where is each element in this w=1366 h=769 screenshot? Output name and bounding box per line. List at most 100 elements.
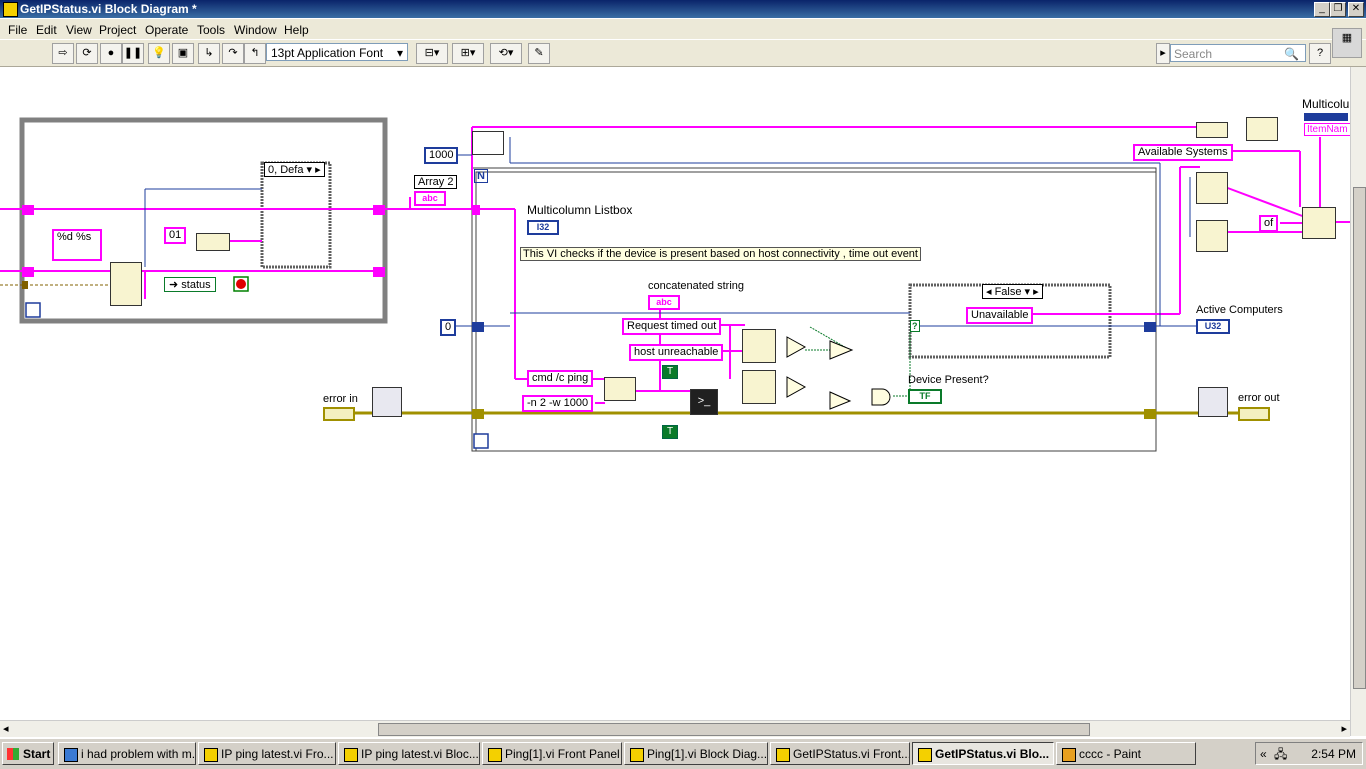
scroll-left-icon[interactable]: ◂ xyxy=(3,723,9,735)
const-01[interactable]: 01 xyxy=(164,227,187,244)
horizontal-scrollbar[interactable]: ◂ ▸ xyxy=(0,720,1350,737)
const-1000[interactable]: 1000 xyxy=(424,147,459,164)
step-over-icon[interactable]: ↷ xyxy=(222,43,244,64)
menu-project[interactable]: Project xyxy=(99,23,137,37)
number-to-string-node-1[interactable] xyxy=(1196,172,1228,204)
minimize-button[interactable]: _ xyxy=(1314,2,1330,17)
error-out-terminal[interactable] xyxy=(1238,407,1270,421)
case-selector-terminal[interactable]: ? xyxy=(910,320,920,332)
run-arrow-icon[interactable]: ⇨ xyxy=(52,43,74,64)
font-selector[interactable]: 13pt Application Font▾ xyxy=(266,43,408,61)
menu-window[interactable]: Window xyxy=(234,23,277,37)
format-into-string-node[interactable] xyxy=(110,262,142,306)
ping-args-constant[interactable]: -n 2 -w 1000 xyxy=(522,395,594,412)
match-pattern-node-2[interactable] xyxy=(742,370,776,404)
windows-logo-icon xyxy=(7,748,19,760)
cmd-ping-constant[interactable]: cmd /c ping xyxy=(527,370,594,387)
paint-icon xyxy=(1062,748,1076,762)
status-local-variable[interactable]: ➜ status xyxy=(164,277,216,292)
wait-hourglass-icon-right[interactable] xyxy=(1198,387,1228,417)
true-constant-1[interactable]: T xyxy=(662,365,678,379)
device-present-indicator[interactable]: TF xyxy=(908,389,942,404)
multicolumn-listbox-terminal[interactable]: I32 xyxy=(527,220,559,235)
labview-icon xyxy=(488,748,502,762)
concatenated-string-indicator[interactable]: abc xyxy=(648,295,680,310)
distribute-objects-icon[interactable]: ⊞▾ xyxy=(452,43,484,64)
taskbar-item-browser[interactable]: i had problem with m... xyxy=(58,742,196,765)
menu-file[interactable]: File xyxy=(8,23,28,37)
unavailable-constant[interactable]: Unavailable xyxy=(966,307,1034,324)
taskbar-item-label: IP ping latest.vi Bloc... xyxy=(361,747,479,761)
number-to-string-node-2[interactable] xyxy=(1196,220,1228,252)
n-count-terminal[interactable]: N xyxy=(474,169,488,183)
taskbar-item-ping-front[interactable]: Ping[1].vi Front Panel xyxy=(482,742,622,765)
maximize-button[interactable]: ❐ xyxy=(1330,2,1346,17)
array2-indicator[interactable]: abc xyxy=(414,191,446,206)
taskbar-item-ip-ping-block[interactable]: IP ping latest.vi Bloc... xyxy=(338,742,480,765)
property-node-icon[interactable] xyxy=(472,131,504,155)
search-expand-icon[interactable]: ▸ xyxy=(1156,43,1170,64)
labview-icon xyxy=(204,748,218,762)
network-icon[interactable]: 🖧 xyxy=(1274,747,1288,761)
start-button[interactable]: Start xyxy=(2,742,54,765)
chevron-down-icon: ▾ xyxy=(396,46,403,60)
taskbar-item-paint[interactable]: cccc - Paint xyxy=(1056,742,1196,765)
vi-icon[interactable]: ▦ xyxy=(1332,28,1362,58)
active-computers-indicator[interactable]: U32 xyxy=(1196,319,1230,334)
of-constant[interactable]: of xyxy=(1259,215,1279,232)
step-out-icon[interactable]: ↰ xyxy=(244,43,266,64)
case-structure-left[interactable] xyxy=(260,161,332,269)
vertical-scrollbar[interactable] xyxy=(1350,67,1366,736)
menu-edit[interactable]: Edit xyxy=(36,23,57,37)
highlight-execution-icon[interactable]: 💡 xyxy=(148,43,170,64)
true-constant-2[interactable]: T xyxy=(662,425,678,439)
host-unreachable-constant[interactable]: host unreachable xyxy=(629,344,724,361)
labview-icon xyxy=(776,748,790,762)
pause-icon[interactable]: ❚❚ xyxy=(122,43,144,64)
scroll-right-icon[interactable]: ▸ xyxy=(1341,723,1347,735)
while-loop-left[interactable] xyxy=(19,117,388,324)
menu-help[interactable]: Help xyxy=(284,23,309,37)
close-button[interactable]: ✕ xyxy=(1348,2,1364,17)
concatenate-strings-node[interactable] xyxy=(604,377,636,401)
clock[interactable]: 2:54 PM xyxy=(1311,747,1356,761)
step-into-icon[interactable]: ↳ xyxy=(198,43,220,64)
tray-expand-icon[interactable]: « xyxy=(1260,747,1267,761)
context-help-icon[interactable]: ? xyxy=(1309,43,1331,64)
retain-wire-values-icon[interactable]: ▣ xyxy=(172,43,194,64)
labview-app-icon xyxy=(3,2,18,17)
const-0[interactable]: 0 xyxy=(440,319,457,336)
multicolumn-right-label: Multicolu xyxy=(1302,97,1350,111)
vertical-scroll-thumb[interactable] xyxy=(1353,187,1366,689)
case-selector-right[interactable]: ◂ False ▾ ▸ xyxy=(982,284,1043,299)
block-diagram[interactable]: %d %s 01 ➜ status 0, Defa ▾ ▸ Array 2 ab… xyxy=(0,67,1366,720)
system-exec-icon[interactable]: >_ xyxy=(690,389,718,415)
search-input[interactable]: Search🔍 xyxy=(1170,44,1306,62)
taskbar-item-getipstatus-block[interactable]: GetIPStatus.vi Blo... xyxy=(912,742,1054,765)
case-selector-left[interactable]: 0, Defa ▾ ▸ xyxy=(264,162,325,177)
run-continuously-icon[interactable]: ⟳ xyxy=(76,43,98,64)
hex-to-number-node[interactable] xyxy=(196,233,230,251)
wait-hourglass-icon[interactable] xyxy=(372,387,402,417)
reorder-icon[interactable]: ⟲▾ xyxy=(490,43,522,64)
taskbar-item-ping-block[interactable]: Ping[1].vi Block Diag... xyxy=(624,742,768,765)
match-pattern-node-1[interactable] xyxy=(742,329,776,363)
available-systems-constant[interactable]: Available Systems xyxy=(1133,144,1233,161)
taskbar-item-ip-ping-front[interactable]: IP ping latest.vi Fro... xyxy=(198,742,336,765)
horizontal-scroll-thumb[interactable] xyxy=(378,723,1090,736)
multicolumn-property-node[interactable] xyxy=(1304,113,1348,121)
itemnames-property[interactable]: ItemNam xyxy=(1304,123,1351,136)
abort-icon[interactable]: ● xyxy=(100,43,122,64)
concatenate-strings-node-right[interactable] xyxy=(1302,207,1336,239)
cleanup-diagram-icon[interactable]: ✎ xyxy=(528,43,550,64)
error-in-terminal[interactable] xyxy=(323,407,355,421)
request-timed-out-constant[interactable]: Request timed out xyxy=(622,318,722,335)
format-string-constant[interactable]: %d %s xyxy=(52,229,102,261)
menu-tools[interactable]: Tools xyxy=(197,23,226,37)
build-array-node[interactable] xyxy=(1196,122,1228,138)
taskbar-item-getipstatus-front[interactable]: GetIPStatus.vi Front... xyxy=(770,742,910,765)
menu-view[interactable]: View xyxy=(66,23,92,37)
menu-operate[interactable]: Operate xyxy=(145,23,189,37)
align-objects-icon[interactable]: ⊟▾ xyxy=(416,43,448,64)
table-node-icon[interactable] xyxy=(1246,117,1278,141)
